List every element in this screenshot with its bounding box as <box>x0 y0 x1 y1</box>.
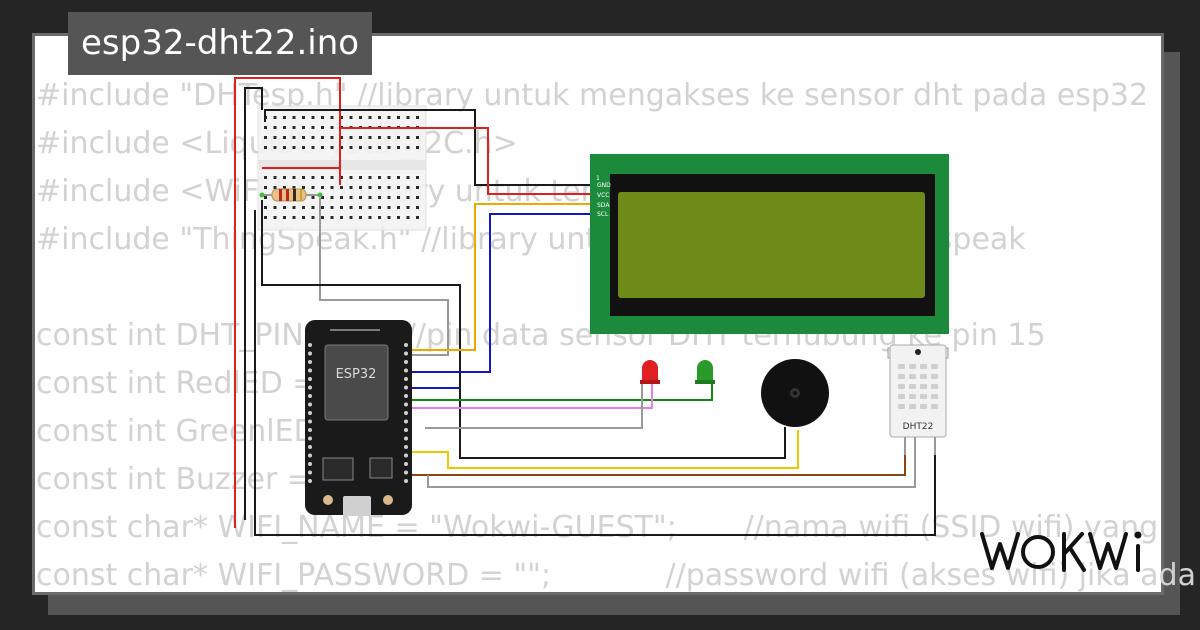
esp32-label: ESP32 <box>336 367 377 382</box>
red-led[interactable] <box>640 360 660 384</box>
wokwi-logo <box>980 531 1142 572</box>
wires <box>234 77 936 536</box>
lcd-pin-gnd: GND <box>597 182 611 189</box>
project-title[interactable]: esp32-dht22.ino <box>68 12 373 75</box>
green-led[interactable] <box>695 360 715 384</box>
resistor[interactable] <box>259 188 323 202</box>
lcd-pin-scl: SCL <box>597 211 609 218</box>
lcd-pin-vcc: VCC <box>597 192 609 199</box>
dht22-sensor[interactable]: DHT22 <box>887 344 949 455</box>
dht-label: DHT22 <box>903 422 934 432</box>
lcd-pin-1: 1 <box>596 175 600 182</box>
esp32-board[interactable]: ESP32 <box>305 320 412 516</box>
code-line: const char* WIFI_PASSWORD = ""; //passwo… <box>36 558 1196 593</box>
lcd-pin-sda: SDA <box>597 202 610 209</box>
code-line: #include "DHTesp.h" //library untuk meng… <box>36 78 1149 113</box>
lcd-display[interactable]: 1 GND VCC SDA SCL <box>590 154 949 334</box>
buzzer[interactable] <box>761 359 829 427</box>
